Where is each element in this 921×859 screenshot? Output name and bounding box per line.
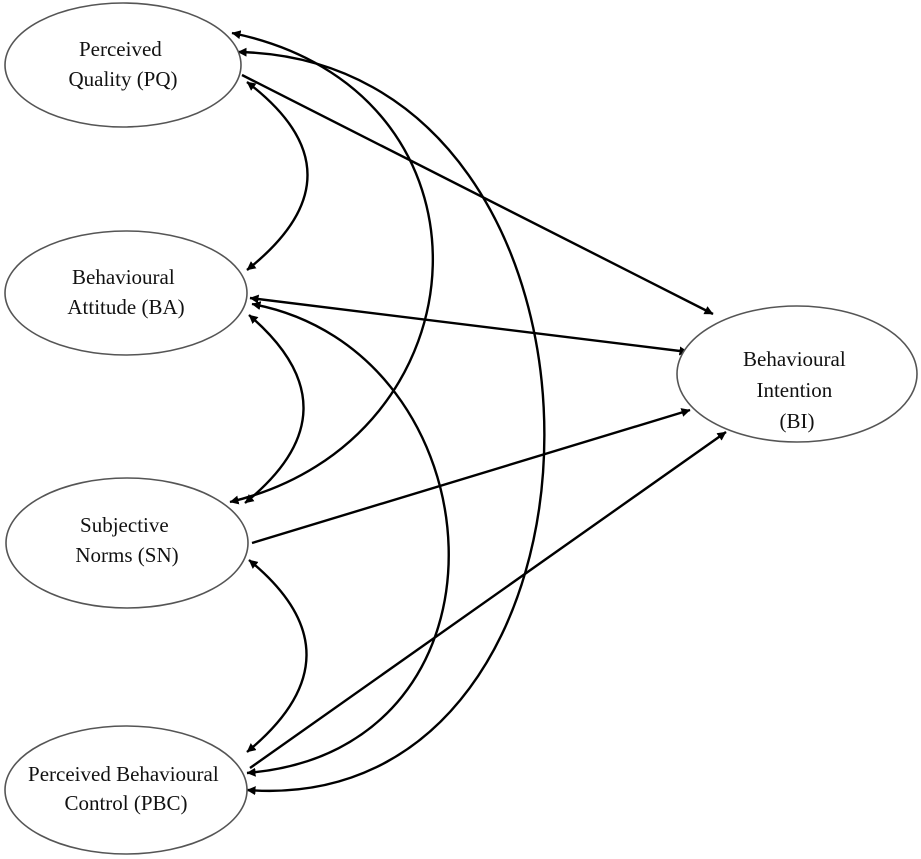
node-sn-label: Subjective Norms (SN): [75, 513, 178, 567]
edge-pq-sn-correlation: [229, 30, 435, 505]
edge-pq-to-bi: [241, 73, 714, 316]
node-bi: Behavioural Intention (BI): [676, 305, 918, 443]
node-pbc: Perceived Behavioural Control (PBC): [4, 725, 248, 855]
node-sn: Subjective Norms (SN): [5, 477, 249, 609]
edge-pq-ba-correlation: [246, 81, 309, 271]
node-bi-label: Behavioural Intention (BI): [743, 347, 851, 433]
edge-ba-pbc-correlation: [246, 301, 450, 777]
node-ba-label: Behavioural Attitude (BA): [67, 265, 184, 319]
edge-sn-pbc-correlation: [246, 559, 308, 753]
node-pq-shape: [4, 2, 242, 128]
edge-ba-to-bi: [249, 294, 689, 356]
node-bi-shape: [676, 305, 918, 443]
node-sn-shape: [5, 477, 249, 609]
node-pbc-label: Perceived Behavioural Control (PBC): [28, 762, 224, 815]
nodes-layer: Perceived Quality (PQ) Behavioural Attit…: [4, 2, 918, 855]
edge-pbc-to-bi: [249, 431, 727, 769]
node-pq: Perceived Quality (PQ): [4, 2, 242, 128]
node-ba-shape: [4, 230, 248, 356]
node-pq-label: Perceived Quality (PQ): [68, 37, 177, 91]
node-pbc-shape: [4, 725, 248, 855]
edges-layer: [229, 30, 727, 796]
edge-ba-sn-correlation: [244, 314, 305, 504]
edge-pq-pbc-correlation: [237, 47, 546, 796]
edge-sn-to-bi: [251, 408, 691, 545]
node-ba: Behavioural Attitude (BA): [4, 230, 248, 356]
